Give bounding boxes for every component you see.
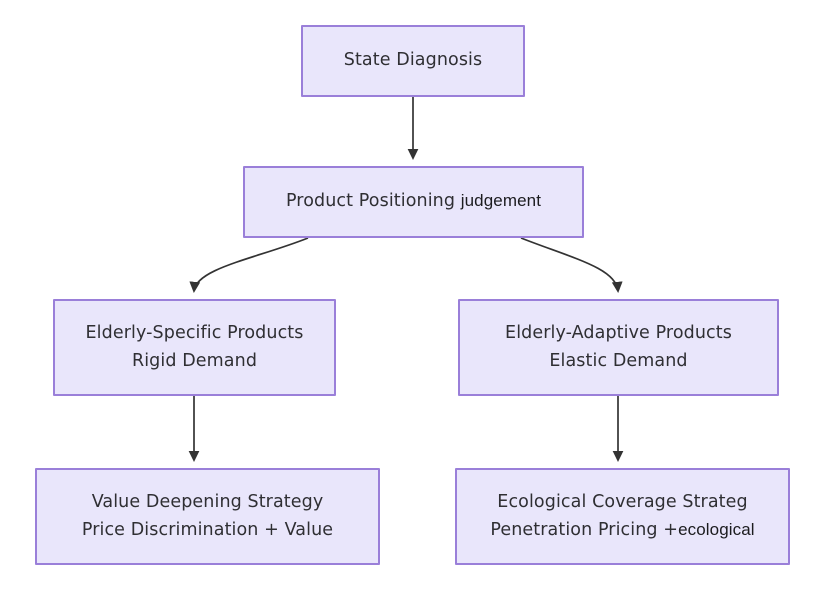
node-value-deepening-strategy[interactable]: Value Deepening Strategy Price Discrimin… bbox=[35, 468, 380, 565]
edge-product-positioning-to-elderly-adaptive bbox=[520, 237, 623, 294]
node-label-line: Penetration Pricing +ecological bbox=[490, 517, 754, 544]
node-state-diagnosis[interactable]: State Diagnosis bbox=[301, 25, 525, 97]
node-label-line: Product Positioning judgement bbox=[286, 188, 541, 215]
node-elderly-specific-products[interactable]: Elderly-Specific Products Rigid Demand bbox=[53, 299, 336, 396]
node-label-segment: Product Positioning bbox=[285, 191, 461, 212]
node-label-line: Ecological Coverage Strateg bbox=[497, 492, 748, 513]
node-ecological-coverage-strategy[interactable]: Ecological Coverage Strateg Penetration … bbox=[455, 468, 790, 565]
edge-product-positioning-to-elderly-specific bbox=[189, 237, 309, 294]
node-label-segment-ecological: ecological bbox=[678, 519, 755, 539]
node-label-segment: Penetration Pricing + bbox=[490, 519, 679, 540]
node-label-line: Rigid Demand bbox=[131, 350, 258, 371]
node-label-line: State Diagnosis bbox=[343, 50, 483, 71]
node-label-line: Value Deepening Strategy bbox=[91, 492, 324, 513]
node-elderly-adaptive-products[interactable]: Elderly-Adaptive Products Elastic Demand bbox=[458, 299, 779, 396]
node-label-line: Elderly-Specific Products bbox=[85, 323, 304, 344]
node-label-line: Elastic Demand bbox=[549, 350, 688, 371]
node-label-line: Elderly-Adaptive Products bbox=[505, 323, 732, 344]
node-label-line: Price Discrimination + Value bbox=[81, 519, 334, 540]
node-label-segment-judgement: judgement bbox=[460, 191, 542, 211]
node-product-positioning-judgement[interactable]: Product Positioning judgement bbox=[243, 166, 584, 238]
